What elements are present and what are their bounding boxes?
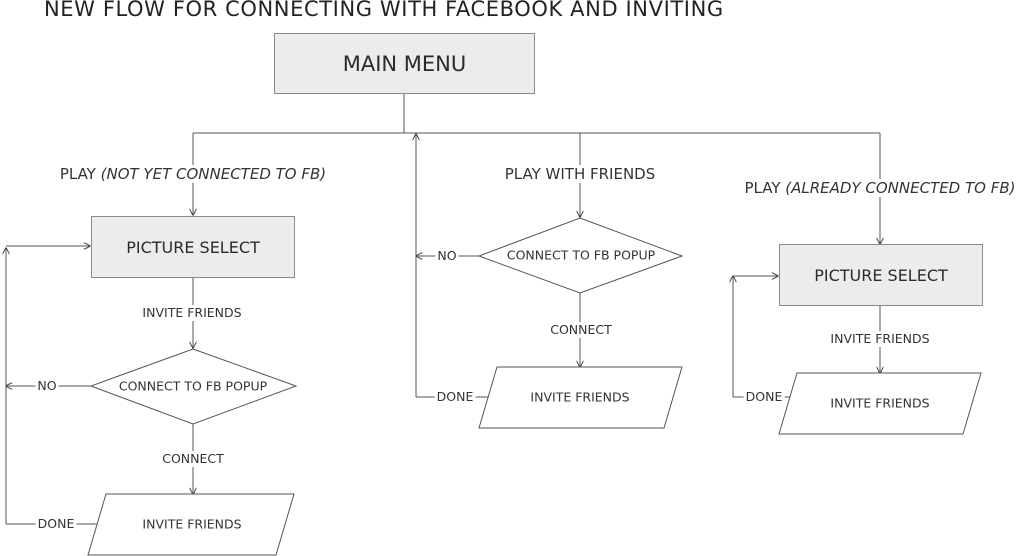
main-menu-box: MAIN MENU bbox=[274, 33, 535, 94]
middle-connect-label: CONNECT bbox=[548, 322, 614, 338]
right-picture-select-label: PICTURE SELECT bbox=[814, 265, 948, 285]
left-invite-label: INVITE FRIENDS bbox=[142, 516, 242, 532]
diagram-title: NEW FLOW FOR CONNECTING WITH FACEBOOK AN… bbox=[44, 0, 724, 21]
right-picture-select-box: PICTURE SELECT bbox=[779, 244, 983, 306]
decision-left-popup bbox=[89, 348, 298, 425]
left-done-label: DONE bbox=[35, 516, 77, 532]
right-done-label: DONE bbox=[743, 389, 785, 405]
left-invite-edge-label: INVITE FRIENDS bbox=[140, 305, 244, 321]
right-branch-label-italic: (ALREADY CONNECTED TO FB) bbox=[785, 179, 1016, 197]
middle-branch-label: PLAY WITH FRIENDS bbox=[502, 165, 658, 183]
middle-done-label: DONE bbox=[434, 389, 476, 405]
right-branch-label-plain: PLAY bbox=[744, 179, 786, 197]
left-no-label: NO bbox=[35, 378, 59, 394]
right-invite-edge-label: INVITE FRIENDS bbox=[828, 331, 932, 347]
middle-popup-label: CONNECT TO FB POPUP bbox=[506, 247, 656, 263]
main-menu-label: MAIN MENU bbox=[342, 51, 467, 76]
decision-middle-popup bbox=[477, 217, 684, 294]
left-popup-label: CONNECT TO FB POPUP bbox=[118, 378, 268, 394]
left-branch-label: PLAY (NOT YET CONNECTED TO FB) bbox=[57, 165, 329, 183]
left-picture-select-box: PICTURE SELECT bbox=[91, 216, 295, 278]
io-right-invite bbox=[778, 372, 982, 435]
left-branch-label-plain: PLAY bbox=[59, 165, 101, 183]
left-picture-select-label: PICTURE SELECT bbox=[126, 237, 260, 257]
left-branch-label-italic: (NOT YET CONNECTED TO FB) bbox=[100, 165, 327, 183]
middle-no-label: NO bbox=[435, 248, 459, 264]
right-invite-label: INVITE FRIENDS bbox=[830, 395, 930, 411]
io-middle-invite bbox=[478, 366, 683, 429]
io-left-invite bbox=[87, 493, 295, 556]
left-connect-label: CONNECT bbox=[160, 451, 226, 467]
middle-invite-label: INVITE FRIENDS bbox=[530, 389, 630, 405]
right-branch-label: PLAY (ALREADY CONNECTED TO FB) bbox=[742, 179, 1018, 197]
